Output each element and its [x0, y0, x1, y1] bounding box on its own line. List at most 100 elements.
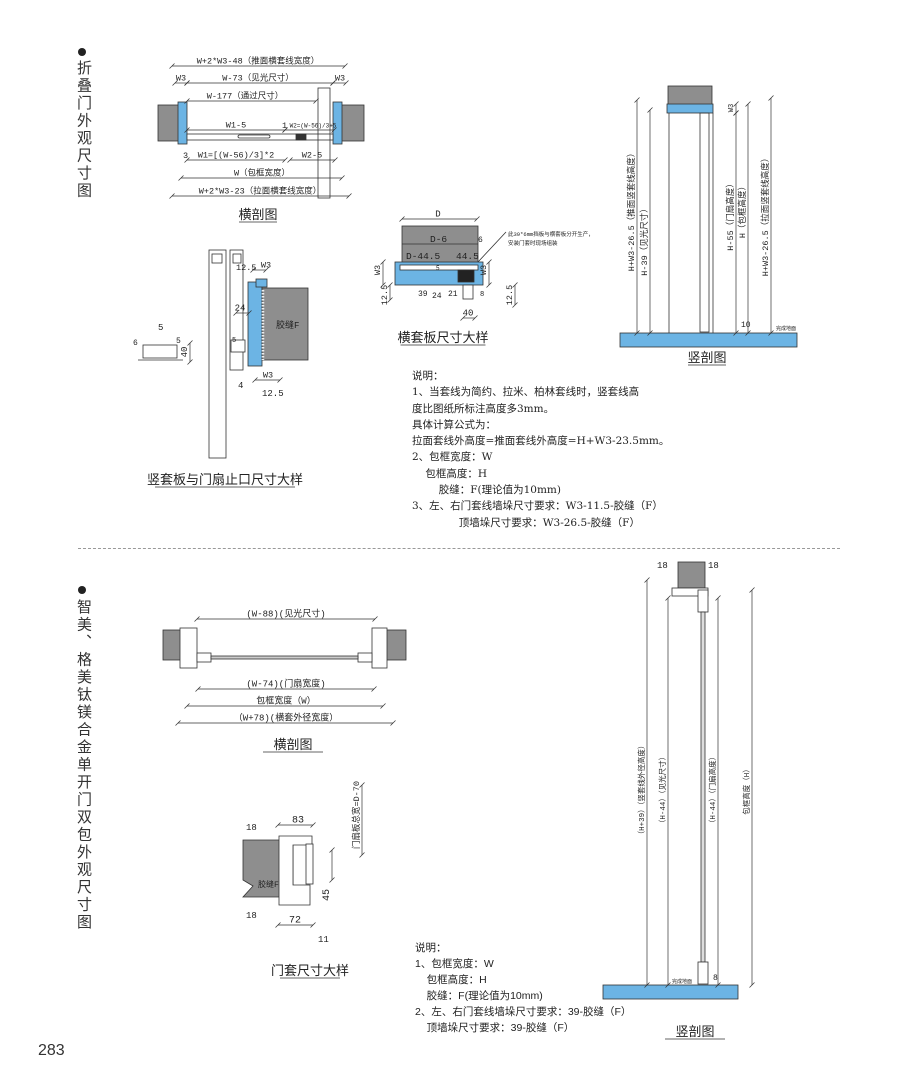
frame-left	[177, 101, 188, 145]
section-divider	[78, 548, 840, 549]
dim-tick	[647, 330, 653, 336]
section2-notes: 说明：1、包框宽度：W 包框高度：H 胶缝：F(理论值为10mm)2、左、右门套…	[415, 940, 631, 1036]
wall-head	[401, 225, 479, 264]
dim-tick	[359, 852, 365, 858]
dimension-label: W3	[261, 261, 271, 271]
section2-side-title: 智美、格美钛镁合金单开门双包外观尺寸图	[75, 599, 93, 932]
dimension-label: H（包框高度）	[737, 182, 748, 238]
dim-tick	[194, 616, 200, 622]
annotation-label: 完成地面	[776, 325, 796, 332]
dim-tick	[310, 922, 316, 928]
drawing-title: 横套板尺寸大样	[397, 330, 488, 346]
dim-tick	[768, 330, 774, 336]
dimension-label: W+2*W3-23（拉面横套线宽度）	[199, 186, 321, 197]
annotation-label: 完成地面	[672, 978, 692, 985]
folding-leaf	[317, 87, 331, 199]
dim-tick	[329, 877, 335, 883]
stop-profile	[229, 249, 244, 371]
dim-tick	[172, 80, 178, 86]
dim-tick	[184, 703, 190, 709]
dim-tick	[486, 282, 492, 288]
dim-tick	[339, 175, 345, 181]
dim-tick	[187, 340, 193, 346]
dimension-label: （W+78)(横套外径宽度）	[234, 712, 338, 724]
frame-right	[332, 101, 343, 145]
dim-tick	[474, 216, 480, 222]
dimension-label: 40	[180, 347, 190, 358]
dimension-label: W3	[373, 265, 383, 275]
dimension-label: W1=[(W-56)/3]*2	[198, 151, 275, 161]
dim-tick	[768, 95, 774, 101]
annotation-label: 3	[183, 151, 188, 161]
dimension-label: D	[435, 210, 440, 220]
dim-tick	[380, 259, 386, 265]
dimension-label: （H-44）（门扇高度）	[707, 753, 718, 827]
annotation-label: D-44.5	[406, 251, 441, 262]
bullet-section1	[78, 48, 86, 56]
note-line: 2、包框宽度：W	[412, 451, 493, 464]
hinge	[295, 133, 307, 141]
dim-tick	[178, 175, 184, 181]
note-line: 包框高度：H	[412, 467, 488, 480]
annotation-label: 4	[238, 381, 243, 391]
dim-tick	[277, 377, 283, 383]
frame-left	[179, 627, 198, 669]
dim-tick	[282, 127, 288, 133]
note-line: 说明：	[415, 942, 447, 954]
dim-tick	[184, 127, 190, 133]
dimension-label: 83	[292, 816, 304, 827]
dim-tick	[233, 310, 239, 316]
dim-tick	[287, 157, 293, 163]
dim-tick	[647, 107, 653, 113]
dim-tick	[175, 720, 181, 726]
dim-tick	[346, 193, 352, 199]
dimension-label: W3	[335, 74, 345, 84]
dim-tick	[252, 377, 258, 383]
dim-tick	[195, 686, 201, 692]
handle-slot	[237, 134, 271, 139]
dim-tick	[745, 330, 751, 336]
dimension-label: 45	[322, 889, 333, 901]
dimension-label: W2-5	[302, 151, 322, 161]
bottom-rail	[697, 961, 709, 985]
dimension-label: W3	[176, 74, 186, 84]
page-number: 283	[38, 1042, 65, 1059]
casing-profile	[278, 835, 313, 906]
drawing-title: 横剖图	[273, 738, 312, 753]
dim-tick	[733, 110, 739, 116]
dim-tick	[372, 616, 378, 622]
top-rail	[697, 589, 709, 613]
annotation-label: 8	[713, 974, 718, 983]
dim-tick	[390, 720, 396, 726]
note-line: 顶墙垛尺寸要求：39-胶缝（F）	[415, 1022, 575, 1034]
dimension-label: 40	[463, 309, 474, 319]
dim-tick	[472, 315, 478, 321]
seal-section	[142, 344, 178, 359]
annotation-label: 12.5	[236, 263, 256, 273]
annotation-label: 5	[176, 337, 181, 346]
dim-tick	[329, 847, 335, 853]
jamb-board	[247, 281, 263, 367]
dimension-label: （H+39）（竖套线外径高度）	[636, 742, 647, 839]
dim-tick	[486, 259, 492, 265]
leaf-end-left	[196, 652, 212, 663]
dim-tick	[343, 80, 349, 86]
dim-tick	[313, 98, 319, 104]
annotation-label: 44.5	[456, 251, 479, 262]
leaf-end-right	[357, 652, 373, 663]
wall-right	[339, 104, 365, 142]
head-board	[666, 103, 714, 114]
annotation-label: 18	[657, 561, 668, 571]
head-seal	[462, 284, 474, 300]
dim-tick	[399, 216, 405, 222]
dim-tick	[512, 282, 518, 288]
drawing-title: 门套尺寸大样	[271, 963, 349, 979]
annotation-label: 18	[246, 823, 257, 833]
section1-side-title: 折叠门外观尺寸图	[75, 60, 93, 200]
leaf-cap	[211, 253, 223, 264]
annotation-label: 5	[436, 265, 440, 272]
dim-tick	[380, 282, 386, 288]
s2-horizontal-section	[162, 627, 407, 669]
dim-tick	[749, 982, 755, 988]
dim-tick	[665, 982, 671, 988]
